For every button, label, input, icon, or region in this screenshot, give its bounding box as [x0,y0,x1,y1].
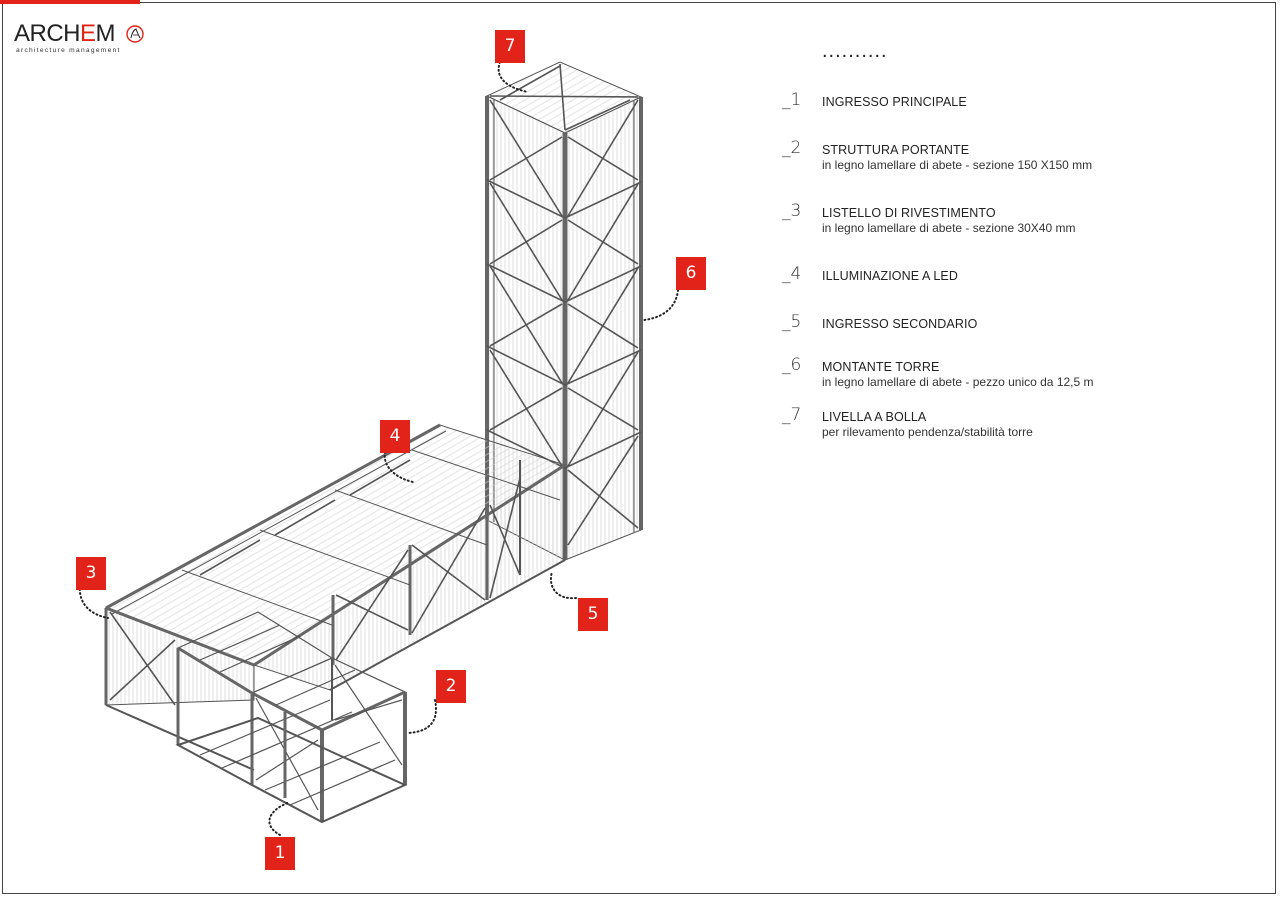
entrance-module [175,611,408,824]
legend-subtitle: in legno lamellare di abete - sezione 30… [822,221,1076,235]
legend-title: LIVELLA A BOLLA [822,410,927,424]
long-arm [104,423,567,771]
legend-title: INGRESSO PRINCIPALE [822,95,967,109]
top-accent-bar [0,0,140,4]
legend-number: _5 [782,312,802,332]
legend-title: MONTANTE TORRE [822,360,940,374]
legend-dots: .......... [822,40,888,62]
callout-2: 2 [436,670,466,703]
callout-6: 6 [676,257,706,290]
logo-wordmark: ARCHEM [14,20,116,47]
tower-bracing [486,63,642,546]
callout-3: 3 [76,557,106,590]
callout-1: 1 [265,837,295,870]
callout-7: 7 [495,30,525,63]
legend-number: _1 [782,90,802,110]
long-arm-bracing [109,459,521,706]
legend-number: _6 [782,355,802,375]
legend-subtitle: per rilevamento pendenza/stabilità torre [822,425,1033,439]
legend-subtitle: in legno lamellare di abete - pezzo unic… [822,375,1094,389]
legend-title: ILLUMINAZIONE A LED [822,269,958,283]
legend-number: _4 [782,264,802,284]
legend-number: _7 [782,405,802,425]
callout-4: 4 [380,420,410,453]
logo-mark-icon [126,25,144,43]
legend-number: _2 [782,138,802,158]
callout-5: 5 [578,598,608,631]
archem-logo: ARCHEM architecture management [14,20,144,60]
legend-number: _3 [782,201,802,221]
tower [485,61,643,561]
logo-tagline: architecture management [16,47,121,54]
legend-title: INGRESSO SECONDARIO [822,317,978,331]
legend-title: STRUTTURA PORTANTE [822,143,970,157]
legend-title: LISTELLO DI RIVESTIMENTO [822,206,996,220]
legend-subtitle: in legno lamellare di abete - sezione 15… [822,158,1093,172]
